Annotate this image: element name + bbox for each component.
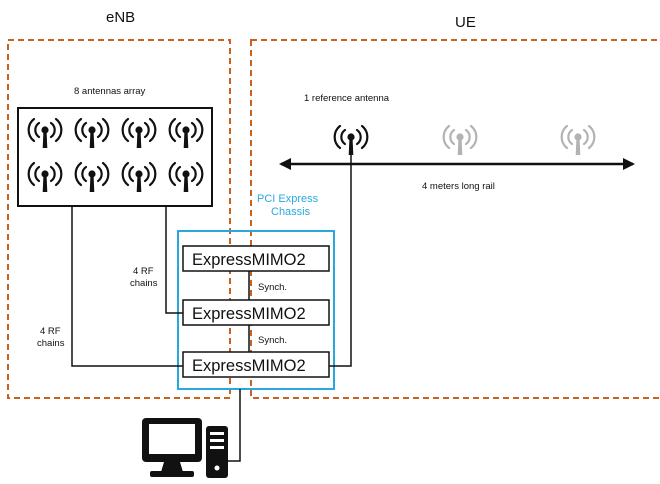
reference-antenna-cable (329, 155, 352, 367)
pci-express-chassis (177, 230, 335, 390)
enb-enclosure (7, 39, 231, 399)
ue-enclosure (250, 39, 660, 399)
rf-cable-lower (71, 206, 183, 367)
desktop-computer-icon (142, 418, 228, 478)
antenna-icon (27, 117, 63, 150)
antenna-icon (121, 161, 157, 194)
chassis-label-line1: PCI Express (257, 193, 319, 205)
expressmimo2-board (182, 351, 330, 378)
expressmimo2-board (182, 245, 330, 272)
ghost-antenna-icon (560, 124, 596, 157)
antenna-icon (74, 117, 110, 150)
rf-chains-upper-line1: 4 RF (133, 266, 154, 277)
antenna-icon (27, 161, 63, 194)
antenna-array-box (17, 107, 213, 207)
expressmimo2-board-label: ExpressMIMO2 (192, 305, 306, 323)
sync-label: Synch. (258, 335, 287, 346)
reference-antenna-label: 1 reference antenna (304, 93, 390, 104)
antenna-icon (74, 161, 110, 194)
expressmimo2-board-label: ExpressMIMO2 (192, 357, 306, 375)
antenna-icon (168, 117, 204, 150)
antenna-array-label: 8 antennas array (74, 86, 146, 97)
rail-label: 4 meters long rail (422, 181, 495, 192)
rf-chains-upper-line2: chains (130, 278, 158, 289)
sync-label: Synch. (258, 282, 287, 293)
enb-title: eNB (106, 9, 135, 26)
computer-cable (228, 389, 241, 462)
ue-title: UE (455, 14, 476, 31)
reference-antenna-icon (333, 124, 369, 157)
rf-chains-lower-line1: 4 RF (40, 326, 61, 337)
antenna-icon (121, 117, 157, 150)
expressmimo2-board-label: ExpressMIMO2 (192, 251, 306, 269)
chassis-label-line2: Chassis (271, 206, 311, 218)
antenna-icon (168, 161, 204, 194)
antenna-array-icons (27, 117, 204, 194)
rf-cable-upper (165, 206, 183, 314)
rf-chains-lower-line2: chains (37, 338, 65, 349)
ghost-antenna-icon (442, 124, 478, 157)
